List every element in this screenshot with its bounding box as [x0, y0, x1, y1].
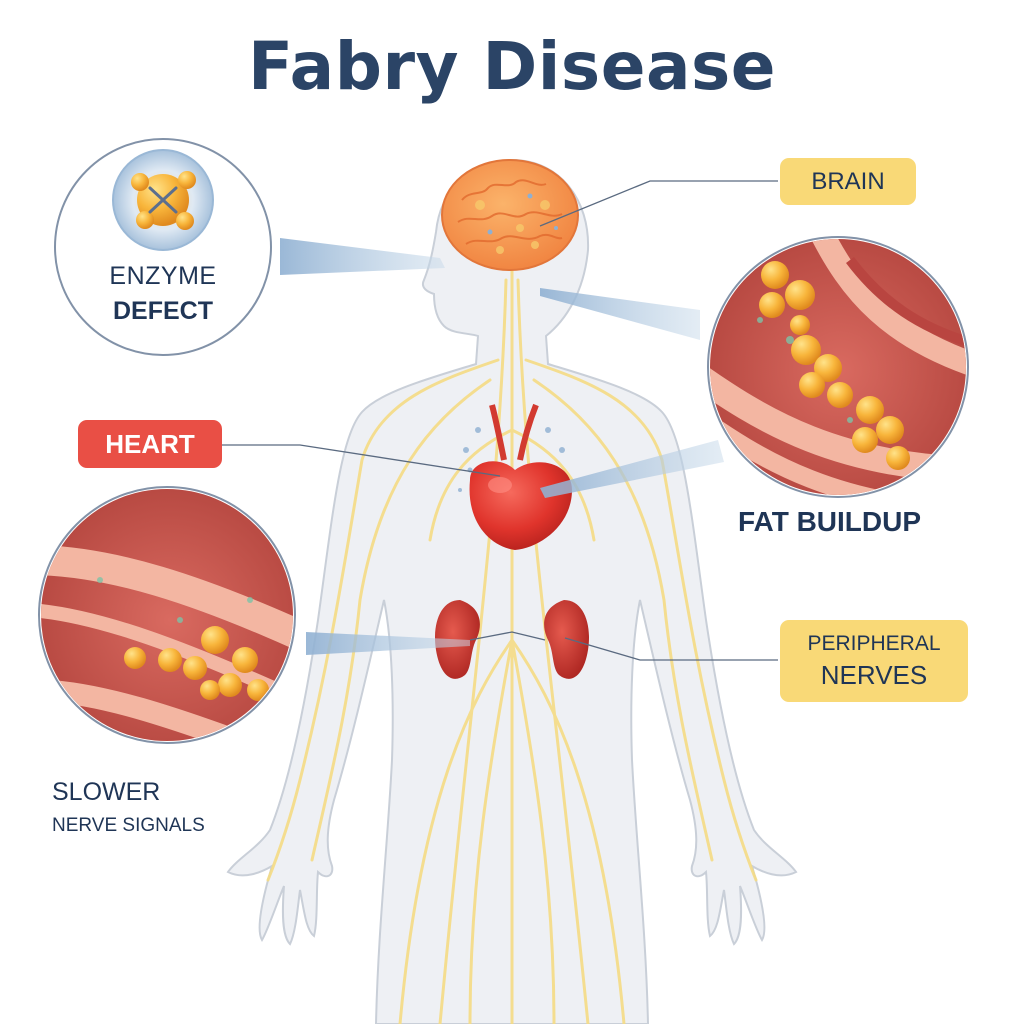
- heart-label: HEART: [78, 420, 222, 468]
- brain-label: BRAIN: [780, 158, 916, 205]
- callout-beams: [280, 238, 724, 655]
- fat-buildup-circle: [707, 236, 969, 498]
- slower-line1: SLOWER: [52, 778, 161, 806]
- peripheral-nerves-label: PERIPHERAL NERVES: [780, 620, 968, 702]
- slower-line2: NERVE SIGNALS: [52, 815, 205, 836]
- peripheral-nerves-line1: PERIPHERAL: [807, 632, 941, 655]
- peripheral-nerves-line2: NERVES: [820, 660, 928, 690]
- enzyme-defect-line1: ENZYME: [109, 262, 217, 290]
- page-title: Fabry Disease: [247, 28, 777, 105]
- enzyme-defect-circle: [54, 138, 272, 356]
- broken-enzyme-icon: [148, 186, 178, 214]
- heart-illustration: [458, 403, 572, 550]
- fat-buildup-label: FAT BUILDUP: [738, 506, 922, 537]
- enzyme-defect-label: ENZYME DEFECT: [90, 262, 236, 326]
- nerve-signals-circle: [38, 486, 296, 744]
- enzyme-defect-line2: DEFECT: [113, 297, 213, 325]
- leader-lines: [222, 180, 778, 661]
- brain-illustration: [441, 159, 579, 271]
- slower-nerve-signals-label: SLOWER NERVE SIGNALS: [52, 778, 205, 837]
